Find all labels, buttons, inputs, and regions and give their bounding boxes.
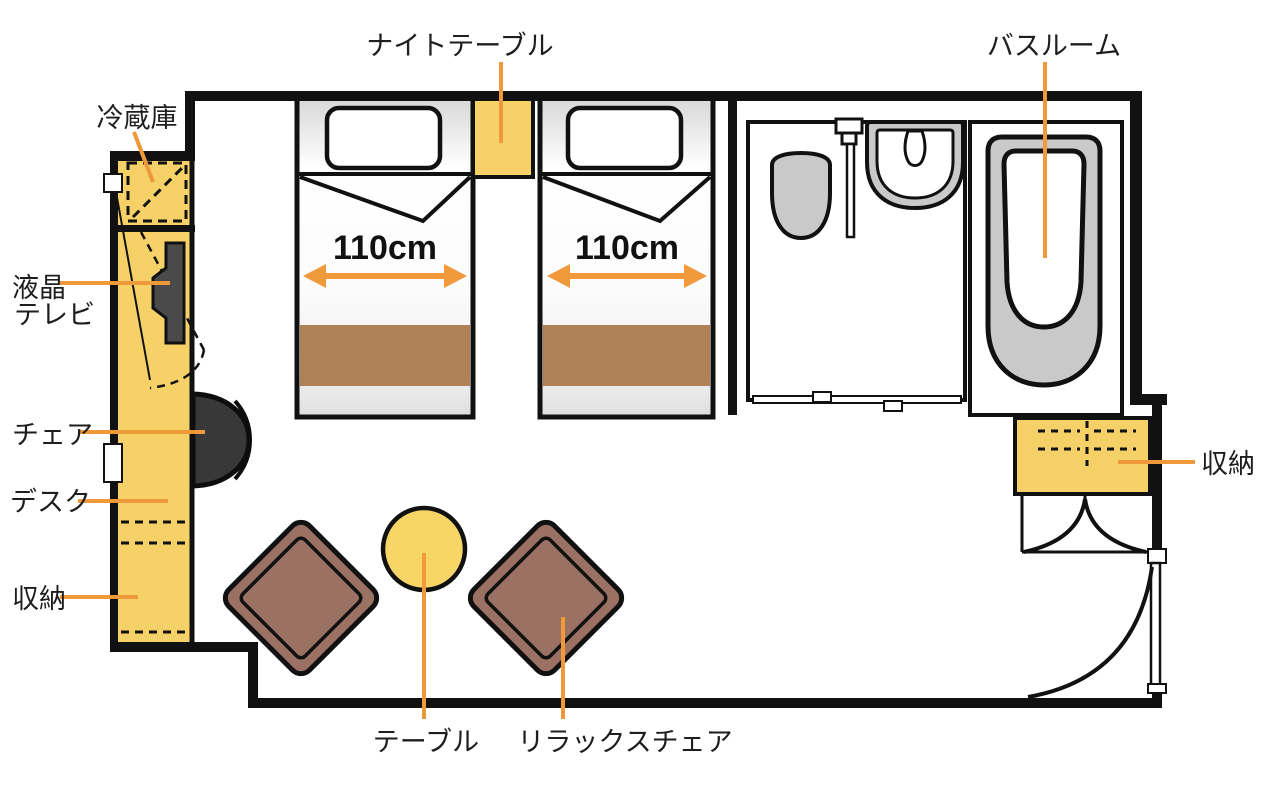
wall-right-upper <box>1130 91 1142 401</box>
storage-right-box <box>1013 416 1152 496</box>
desk-storage-unit <box>115 152 253 643</box>
wall-topleft-vertical <box>185 91 195 161</box>
label-lcd-tv-line1: 液晶 <box>12 273 66 303</box>
storage-right-unit <box>1013 416 1154 699</box>
bed-1-width-label: 110cm <box>333 229 437 267</box>
sink <box>865 120 965 211</box>
label-table: テーブル <box>373 727 479 757</box>
toilet <box>770 150 832 241</box>
door-handle-1 <box>812 391 832 403</box>
sink-faucet <box>903 129 927 167</box>
bed-2-dimension: 110cm <box>547 229 707 288</box>
wall-bathroom-divider <box>728 91 737 415</box>
desk-unit-body <box>118 152 192 643</box>
label-refrigerator: 冷蔵庫 <box>97 103 178 133</box>
relax-chair-1-seat <box>222 519 380 677</box>
faucet-bar <box>845 142 856 239</box>
wall-top <box>185 91 1142 101</box>
bathroom-unit <box>746 117 1124 417</box>
lcd-tv <box>151 241 186 345</box>
door-track <box>752 395 962 404</box>
bed-2-stripe <box>543 325 710 386</box>
relax-chair-2 <box>467 519 625 677</box>
bed-1 <box>294 95 476 420</box>
bed-2-arrow-head-right <box>684 264 707 288</box>
shower-faucet-column <box>834 117 864 239</box>
wall-step <box>248 642 258 708</box>
label-storage-left: 収納 <box>12 584 66 614</box>
bed-1-pillow <box>324 105 443 171</box>
entrance-door-arc <box>1027 566 1154 699</box>
bed-2-arrow-head-left <box>547 264 570 288</box>
refrigerator-diagonal <box>131 164 186 219</box>
closet-door-arc-right <box>1083 498 1147 554</box>
refrigerator-box <box>126 161 188 223</box>
cabinet-swing-arc <box>149 349 206 390</box>
label-relax-chair: リラックスチェア <box>517 727 732 757</box>
fridge-divider <box>118 225 195 232</box>
walls <box>110 91 1167 708</box>
wall-left <box>110 151 118 652</box>
leader-lines <box>60 62 1195 719</box>
door-handle-2 <box>883 400 903 412</box>
label-bathroom: バスルーム <box>987 31 1121 61</box>
sliding-door-track <box>752 391 962 412</box>
relax-chair-2-seat <box>467 519 625 677</box>
closet-rail-symbol <box>1038 421 1136 466</box>
wall-right-stub <box>1152 688 1162 708</box>
bed-2-width-label: 110cm <box>575 229 679 267</box>
wall-right-mid <box>1152 405 1162 551</box>
label-night-table: ナイトテーブル <box>366 31 553 61</box>
wall-joint-left-2 <box>103 443 123 483</box>
leader-refrigerator <box>132 131 155 183</box>
bed-2 <box>537 95 716 420</box>
bed-1-sheet-fold <box>299 175 472 224</box>
bed-1-dimension: 110cm <box>303 229 467 288</box>
wall-alcove-bottom <box>110 642 258 652</box>
label-lcd-tv-line2: テレビ <box>14 300 95 330</box>
cabinet-door-line <box>115 191 151 381</box>
bed-2-sheet-fold <box>542 175 712 224</box>
wall-joint-right-1 <box>1147 548 1167 564</box>
label-storage-right: 収納 <box>1201 449 1255 479</box>
faucet-mid <box>840 131 858 146</box>
wall-right-jog <box>1130 394 1167 405</box>
bed-2-pillow <box>565 105 684 171</box>
relax-chair-2-inner <box>484 536 608 660</box>
wall-bottom <box>248 698 1162 708</box>
label-desk: デスク <box>10 487 91 517</box>
faucet-base <box>834 117 864 135</box>
wall-joint-left-1 <box>103 173 123 193</box>
closet-door-arc-left <box>1023 498 1087 554</box>
wall-joints <box>103 173 1167 694</box>
bed-1-stripe <box>300 325 470 386</box>
wall-joint-right-2 <box>1147 683 1167 694</box>
entrance-door-leaf <box>1149 561 1162 690</box>
label-chair: チェア <box>12 420 93 450</box>
bed-1-arrow-head-right <box>444 264 467 288</box>
desk-chair-back-line <box>233 399 253 481</box>
closet-doors <box>1020 494 1148 554</box>
wall-left-horizontal <box>110 151 195 161</box>
relax-chair-1-inner <box>239 536 363 660</box>
relax-chair-1 <box>222 519 380 677</box>
bed-1-arrow-head-left <box>303 264 326 288</box>
